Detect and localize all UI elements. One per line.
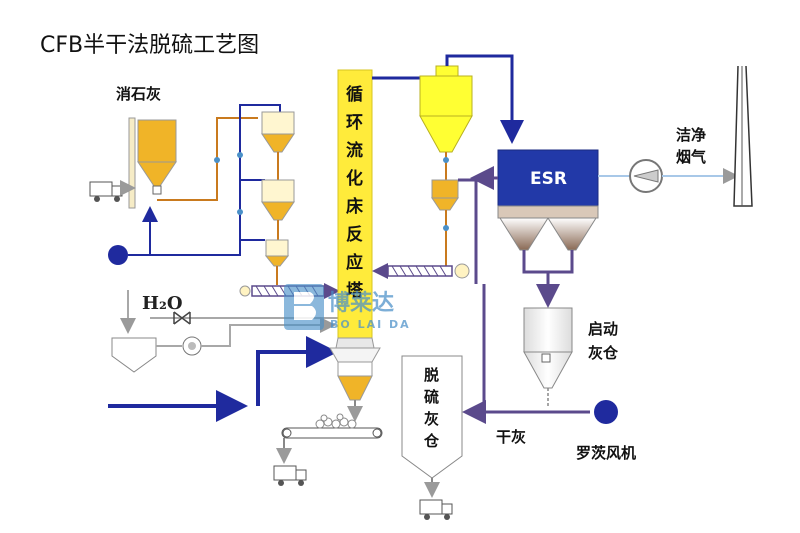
belt-conveyor [281,413,383,439]
truck-icon-bottom [273,465,307,486]
screw-conveyor-right [372,263,470,279]
watermark-name: 博莱达 [328,290,394,316]
svg-text:仓: 仓 [423,432,440,450]
clean-gas-label-1: 洁净 [676,126,706,144]
svg-text:硫: 硫 [424,388,439,406]
esr-label: ESR [530,169,567,189]
air-line-left [128,104,281,256]
feed-hopper-2 [261,179,295,221]
truck-icon [89,180,136,202]
lime-silo: 消石灰 [116,85,177,209]
lime-label: 消石灰 [116,85,161,103]
feed-hopper-1 [261,111,295,153]
chimney [733,65,753,207]
svg-text:流: 流 [346,140,363,161]
roots-blower-label: 罗茨风机 [576,444,636,462]
clean-gas-label-2: 烟气 [676,148,706,166]
svg-text:脱: 脱 [424,366,439,384]
truck-icon-silo [419,499,453,520]
feed-hopper-3 [264,239,290,267]
startup-ash-label-2: 灰仓 [588,344,619,362]
svg-text:应: 应 [346,252,363,273]
tower-label: 循 环 流 化 床 反 应 塔 [346,84,364,301]
page-title: CFB半干法脱硫工艺图 [40,33,259,58]
induced-draft-fan-icon [629,159,663,193]
svg-text:塔: 塔 [346,280,364,301]
cyclone-hopper [431,179,459,211]
svg-text:灰: 灰 [424,410,439,428]
svg-text:循: 循 [346,84,363,105]
cyclone-separator [419,65,473,153]
svg-text:环: 环 [346,113,363,133]
watermark-pinyin: BO LAI DA [330,318,411,331]
desulf-ash-label: 脱 硫 灰 仓 [423,366,440,450]
h2o-label: H₂O [142,293,183,314]
pump-icon [108,245,128,265]
svg-text:反: 反 [346,225,363,245]
roots-blower-icon [594,400,618,424]
cfb-reactor-tower [329,69,381,401]
esr-precipitator: ESR [497,149,599,251]
dry-ash-label: 干灰 [496,428,526,446]
bolaida-watermark-logo: 博莱达 BO LAI DA [284,284,411,331]
svg-text:化: 化 [346,168,363,189]
startup-ash-silo [523,307,573,389]
svg-text:床: 床 [346,196,364,217]
startup-ash-label-1: 启动 [588,320,618,338]
desulf-ash-silo [401,355,463,479]
